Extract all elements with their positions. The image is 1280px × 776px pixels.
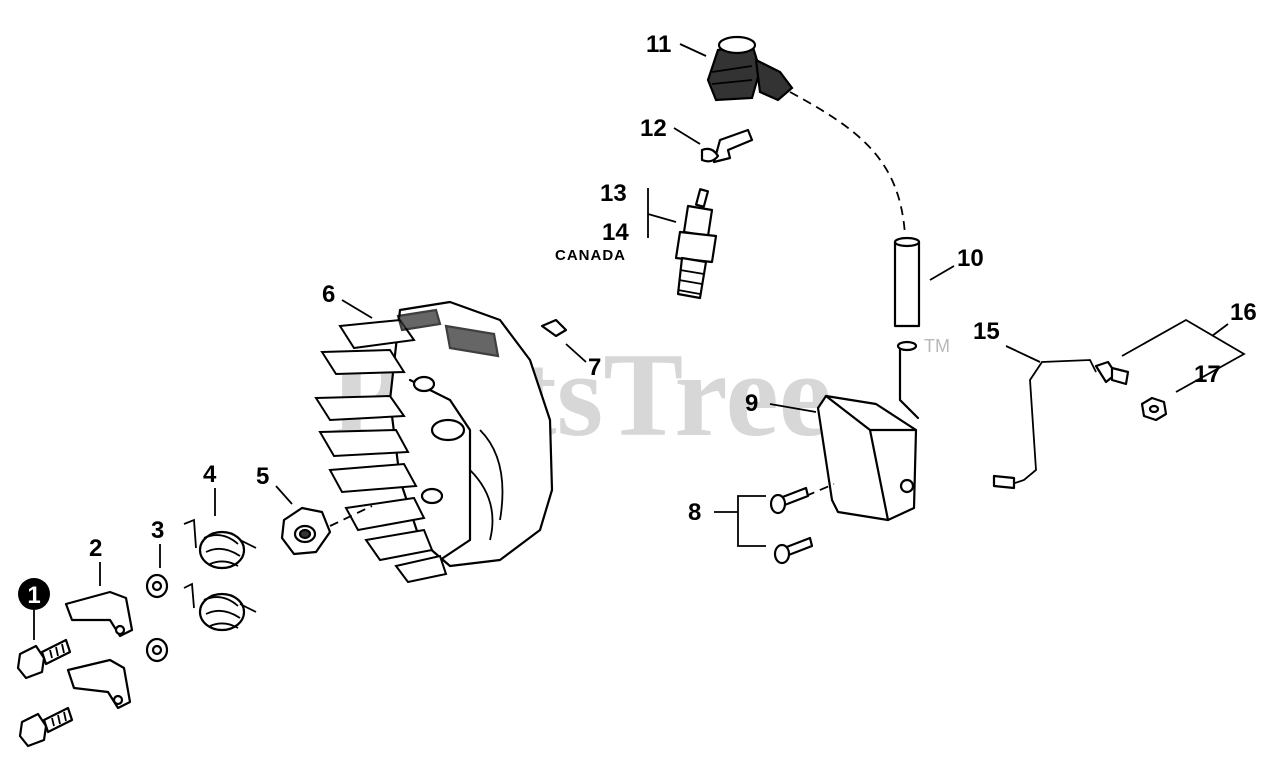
callout-4: 4 <box>203 461 217 488</box>
spring-clip[interactable] <box>700 128 754 164</box>
callout-7: 7 <box>588 354 601 381</box>
flywheel[interactable] <box>314 300 554 584</box>
callout-9: 9 <box>745 390 758 417</box>
spark-plug-boot[interactable] <box>706 35 794 102</box>
callout-17: 17 <box>1194 361 1221 388</box>
nut-alignment-dash <box>329 505 373 527</box>
screw-alignment-dash <box>805 483 835 497</box>
module-screw-bottom[interactable] <box>773 536 814 565</box>
canada-note: CANADA <box>555 247 626 264</box>
hex-nut-terminal[interactable] <box>1140 396 1168 422</box>
pawl-bolt-bottom[interactable] <box>18 706 74 748</box>
ignition-module[interactable] <box>816 340 920 522</box>
spark-plug[interactable] <box>674 188 718 300</box>
callout-5: 5 <box>256 463 269 490</box>
flywheel-key[interactable] <box>540 318 568 338</box>
callout-13-14-bracket <box>647 188 677 238</box>
callout-6-leader <box>341 299 373 319</box>
callout-12-leader <box>673 127 701 145</box>
pawl-spring-bottom[interactable] <box>183 582 257 632</box>
callout-15-leader <box>1005 345 1041 363</box>
callout-11-leader <box>679 43 707 57</box>
callout-15: 15 <box>973 318 1000 345</box>
stop-wire[interactable] <box>992 359 1130 490</box>
insulator-tube[interactable] <box>893 236 921 328</box>
starter-pawl-top[interactable] <box>64 590 134 638</box>
flywheel-nut[interactable] <box>280 506 332 556</box>
callout-16-17-bracket <box>1121 318 1246 393</box>
callout-12: 12 <box>640 115 667 142</box>
callout-5-leader <box>275 485 293 505</box>
callout-8: 8 <box>688 499 701 526</box>
starter-pawl-bottom[interactable] <box>66 658 132 710</box>
callout-11: 11 <box>646 31 671 58</box>
lead-wire-path <box>789 91 906 236</box>
washer-top[interactable] <box>145 573 169 599</box>
callout-10: 10 <box>957 245 984 272</box>
callout-7-leader <box>565 343 587 363</box>
pawl-bolt-top[interactable] <box>16 638 72 680</box>
watermark-tm: TM <box>924 336 950 356</box>
callout-13: 13 <box>600 180 627 207</box>
callout-16: 16 <box>1230 299 1257 326</box>
callout-3: 3 <box>151 517 164 544</box>
washer-bottom[interactable] <box>145 637 169 663</box>
callout-8-bracket <box>714 495 766 547</box>
callout-6: 6 <box>322 281 335 308</box>
callout-1-badge <box>18 578 50 610</box>
module-screw-top[interactable] <box>769 486 810 515</box>
callout-1: 1 <box>27 582 40 609</box>
pawl-spring-top[interactable] <box>183 518 257 570</box>
callout-10-leader <box>929 265 955 281</box>
callout-14: 14 <box>602 219 629 246</box>
callout-9-leader <box>769 403 817 413</box>
callout-2: 2 <box>89 535 102 562</box>
